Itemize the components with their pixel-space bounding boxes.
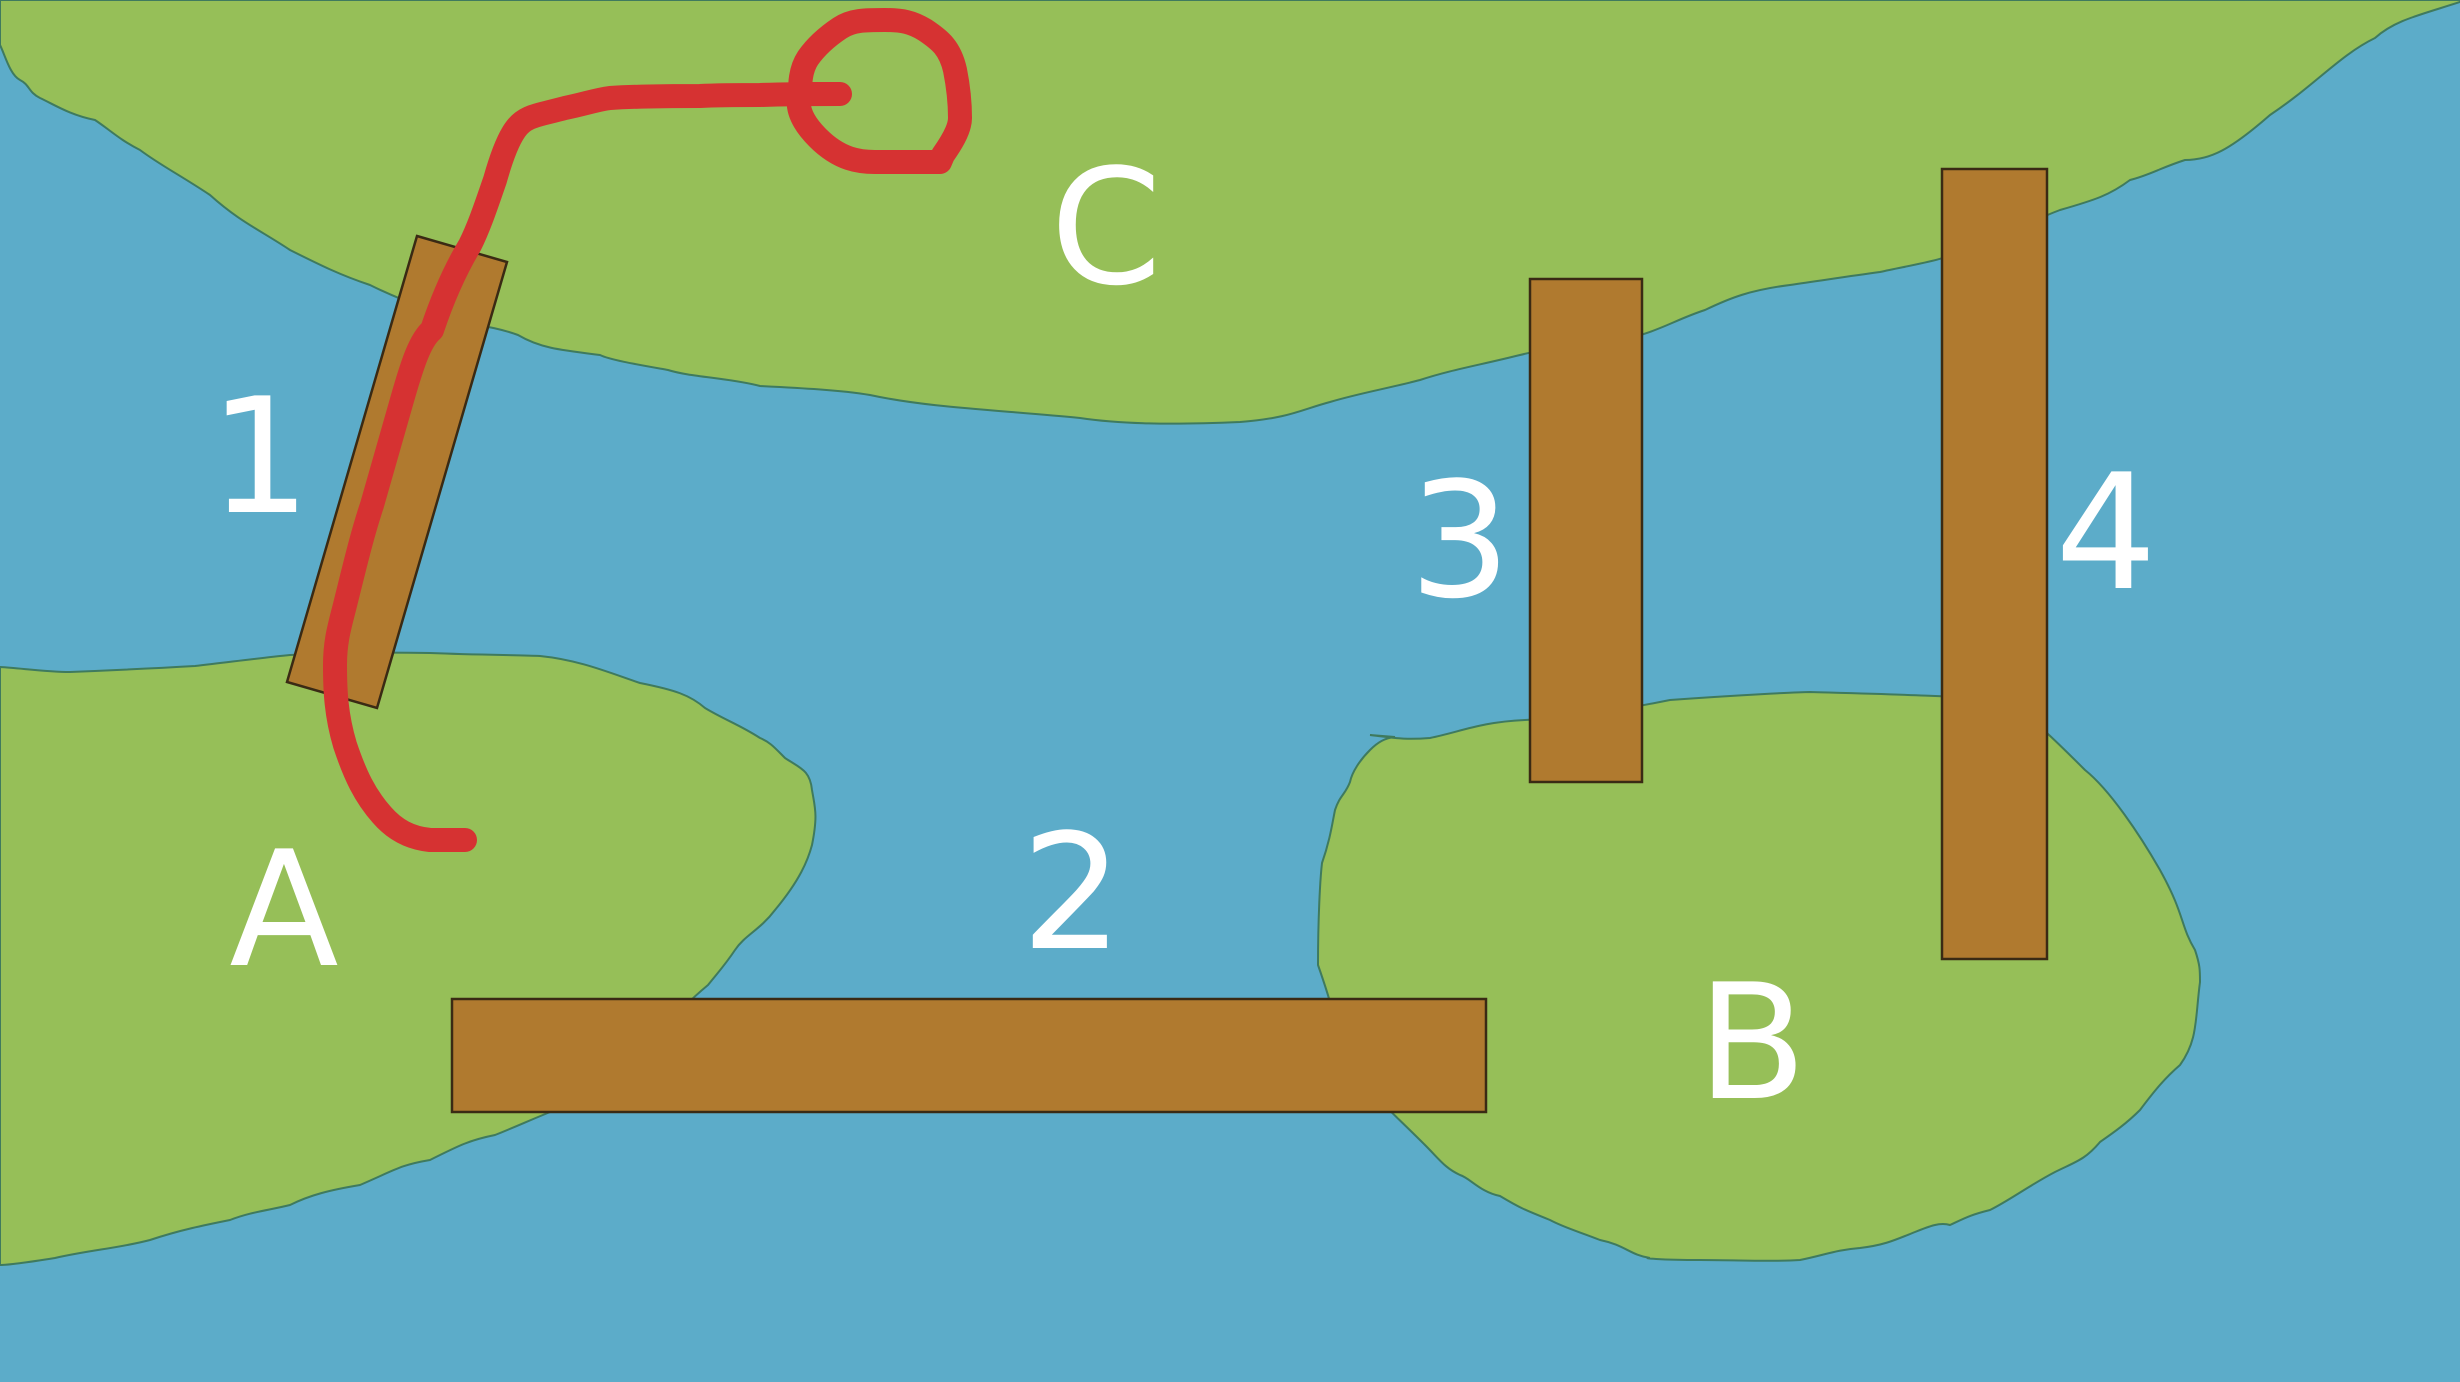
bridge-label-2: 2 [1021, 799, 1123, 986]
bridge-label-1: 1 [209, 363, 311, 550]
bridge-label-3: 3 [1409, 447, 1511, 634]
bridge-2[interactable] [450, 997, 1488, 1114]
island-label-c: C [1050, 134, 1162, 321]
island-label-a: A [229, 816, 338, 1003]
bridge-label-4: 4 [2055, 439, 2157, 626]
bridge-4[interactable] [1940, 167, 2049, 961]
island-label-b: B [1697, 949, 1807, 1136]
drawn-route [323, 8, 972, 852]
bridge-3[interactable] [1528, 277, 1644, 784]
